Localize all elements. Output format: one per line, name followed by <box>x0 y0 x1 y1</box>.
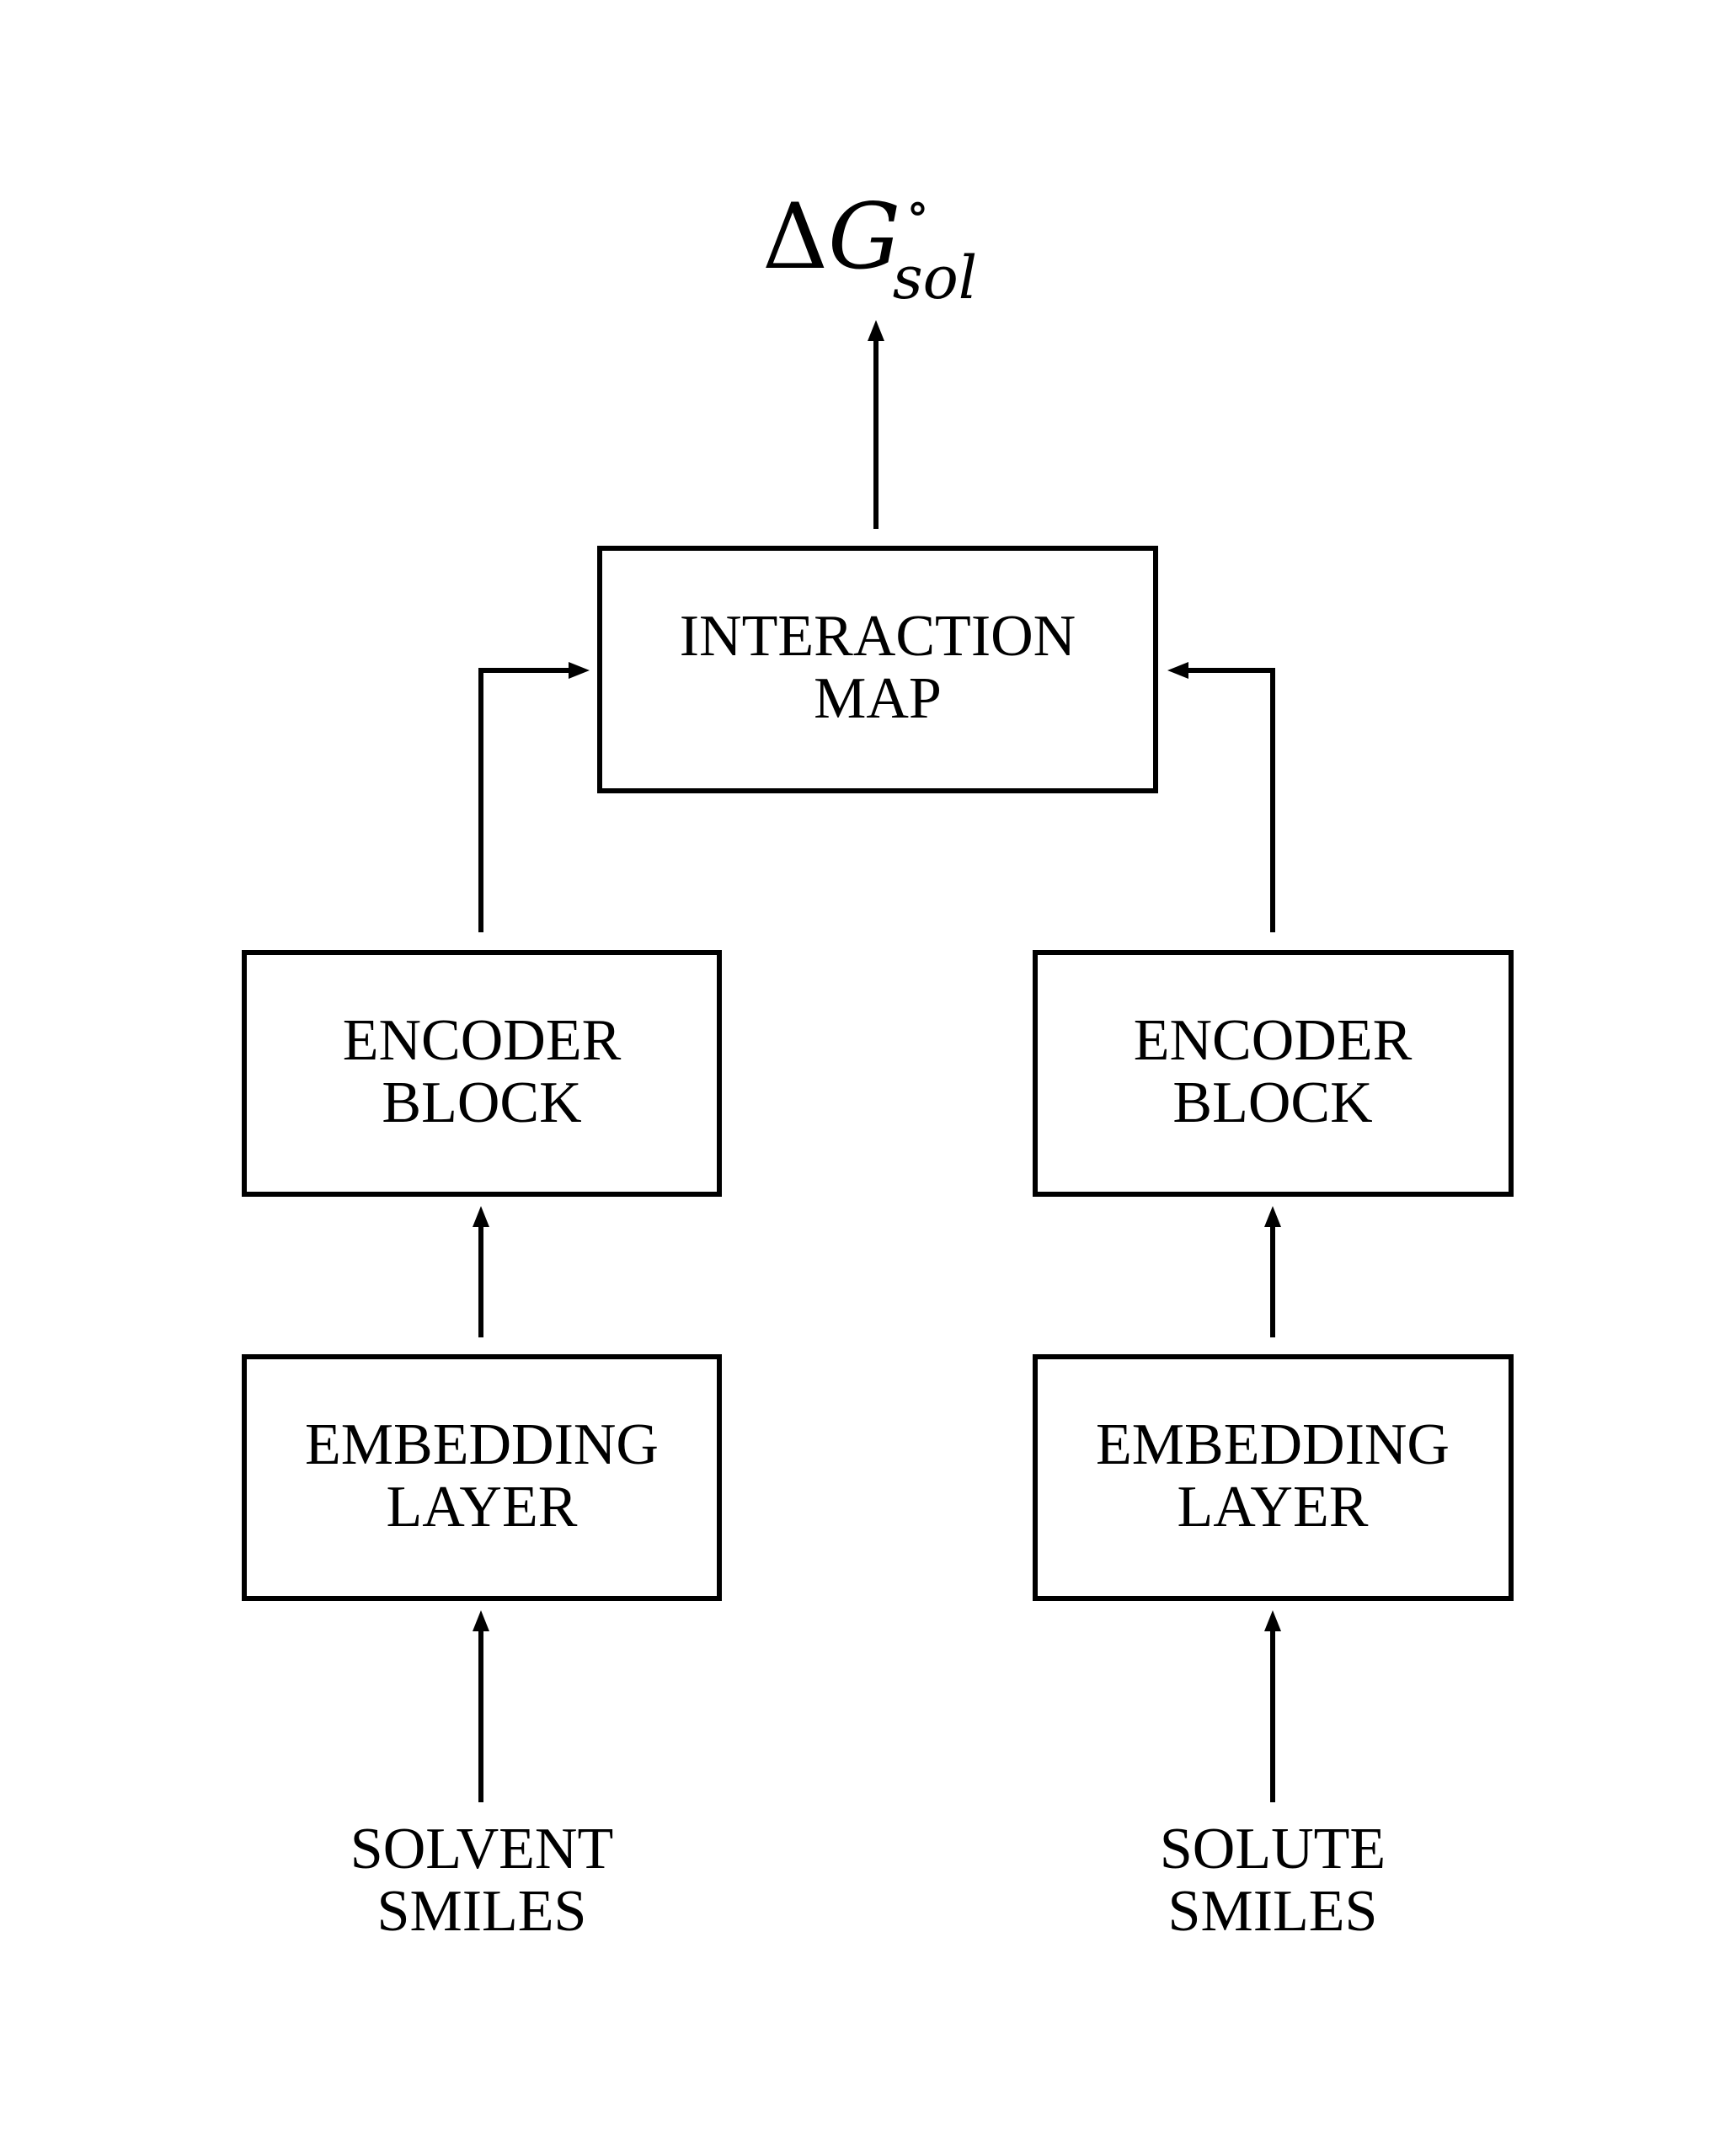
left-encoder-block: ENCODER BLOCK <box>242 950 722 1197</box>
left-embedding-line1: EMBEDDING <box>305 1412 659 1477</box>
left-embedding-layer: EMBEDDING LAYER <box>242 1354 722 1601</box>
output-variable: G <box>828 184 900 290</box>
output-subscript: sol <box>893 243 977 312</box>
right-encoder-block: ENCODER BLOCK <box>1033 950 1514 1197</box>
arrow-left-embedding-to-encoder <box>473 1206 489 1337</box>
right-embedding-line1: EMBEDDING <box>1096 1412 1450 1477</box>
solvent-line1: SOLVENT <box>350 1817 613 1881</box>
arrow-right-embedding-to-encoder <box>1264 1206 1281 1337</box>
right-embedding-layer: EMBEDDING LAYER <box>1033 1354 1514 1601</box>
output-superscript: ∘ <box>905 179 929 236</box>
solvent-smiles-label: SOLVENT SMILES <box>350 1817 613 1944</box>
solute-smiles-label: SOLUTE SMILES <box>1160 1817 1386 1944</box>
right-encoder-line2: BLOCK <box>1172 1070 1372 1135</box>
left-encoder-line2: BLOCK <box>382 1070 581 1135</box>
interaction-map-line1: INTERACTION <box>680 604 1076 669</box>
arrow-left-encoder-to-interaction <box>478 662 590 932</box>
solute-line1: SOLUTE <box>1160 1817 1386 1881</box>
solute-line2: SMILES <box>1168 1879 1378 1944</box>
arrow-right-encoder-to-interaction <box>1167 662 1275 932</box>
left-embedding-line2: LAYER <box>387 1475 578 1540</box>
arrow-solute-to-embedding <box>1264 1610 1281 1802</box>
output-delta: Δ <box>762 184 828 290</box>
interaction-map-box: INTERACTION MAP <box>597 546 1158 793</box>
right-encoder-line1: ENCODER <box>1134 1008 1413 1073</box>
arrow-interaction-to-output <box>868 320 884 529</box>
solvent-line2: SMILES <box>377 1879 587 1944</box>
arrow-solvent-to-embedding <box>473 1610 489 1802</box>
left-encoder-line1: ENCODER <box>343 1008 622 1073</box>
output-label: ΔG∘ sol <box>762 179 977 312</box>
interaction-map-line2: MAP <box>814 666 942 731</box>
right-embedding-line2: LAYER <box>1178 1475 1369 1540</box>
